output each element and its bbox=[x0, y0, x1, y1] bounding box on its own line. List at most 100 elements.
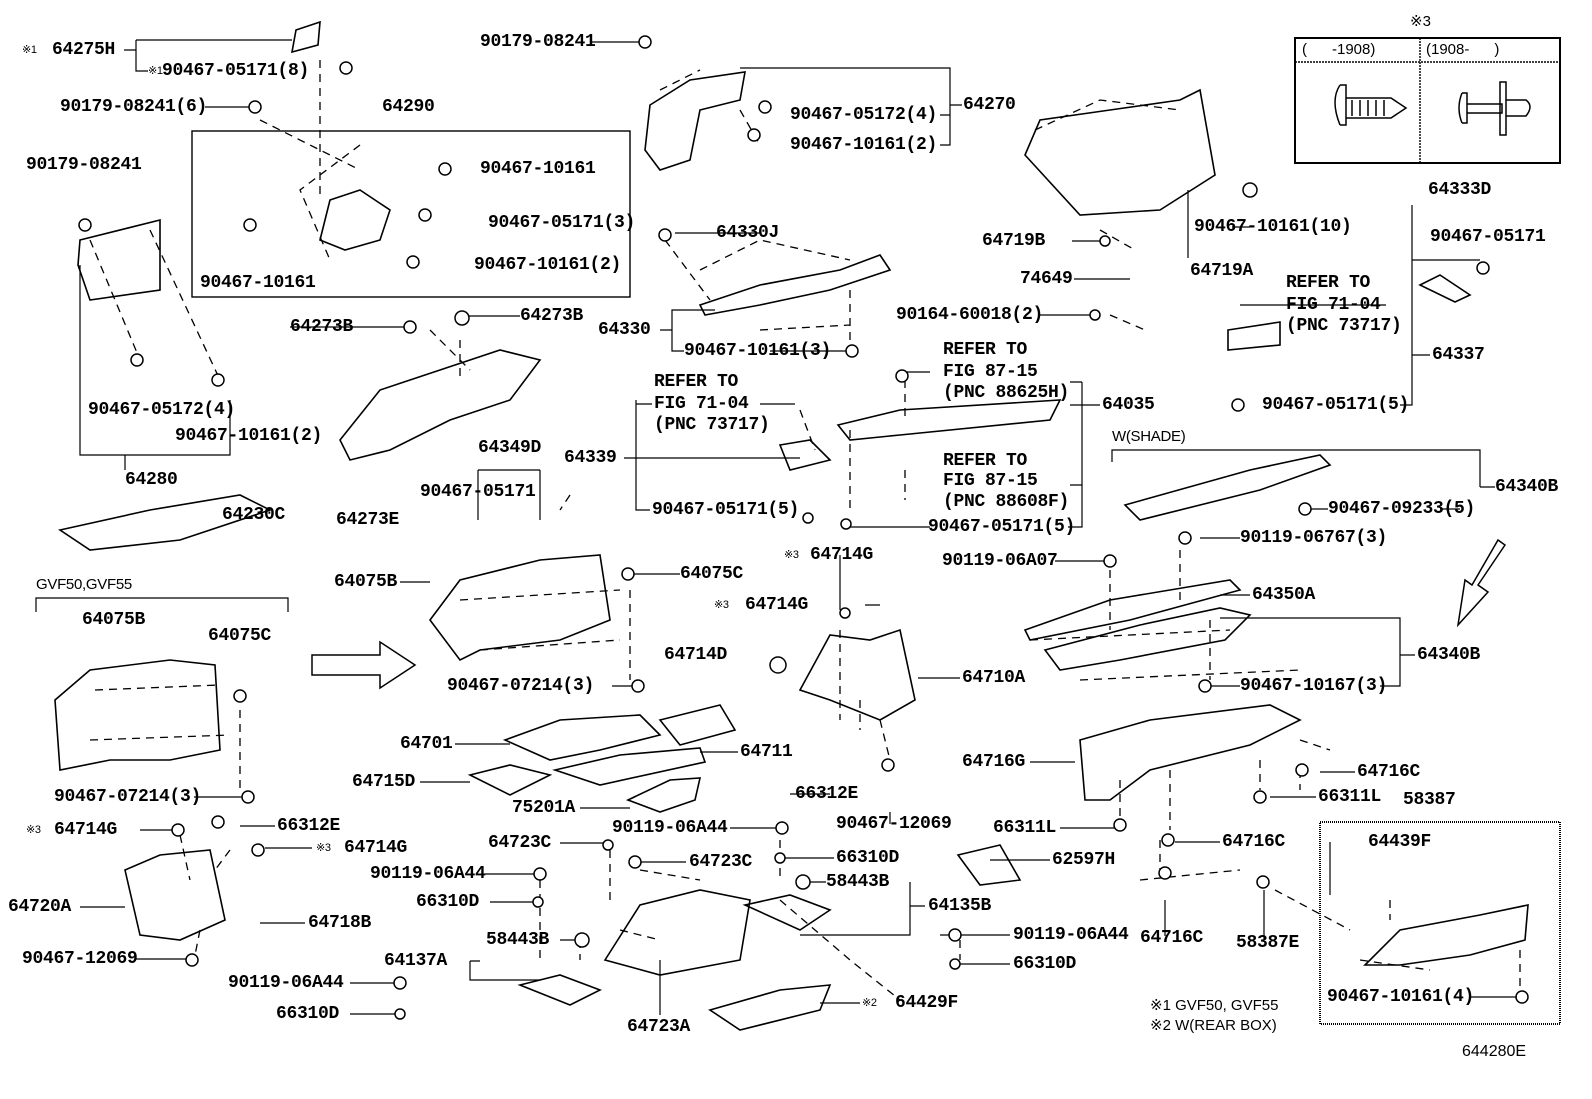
part-callout-label: ※3 bbox=[316, 842, 331, 854]
part-callout-label: 66310D bbox=[276, 1004, 340, 1024]
part-64270 bbox=[644, 71, 746, 171]
part-64075B-lower bbox=[54, 659, 221, 771]
part-callout-label: 90467-07214(3) bbox=[54, 787, 202, 807]
part-callout-label: 90467-10161(10) bbox=[1194, 217, 1352, 237]
note-1: ※1 GVF50, GVF55 bbox=[1150, 997, 1279, 1014]
part-64716G bbox=[1079, 704, 1302, 801]
part-callout-label: 64330J bbox=[716, 223, 780, 243]
part-64340B bbox=[1043, 607, 1252, 671]
part-64280 bbox=[77, 218, 161, 301]
part-callout-label: 64723C bbox=[689, 852, 753, 872]
part-callout-label: 90467-05171(8) bbox=[162, 61, 310, 81]
part-callout-label: 64429F bbox=[895, 993, 959, 1013]
part-callout-label: FIG 87-15 bbox=[943, 362, 1038, 382]
clip-icon-new bbox=[1458, 81, 1531, 136]
part-callout-label: 90467-05171(5) bbox=[1262, 395, 1410, 415]
direction-arrow-right bbox=[311, 640, 417, 690]
part-64275H bbox=[290, 20, 321, 54]
part-callout-label: 64137A bbox=[384, 951, 448, 971]
part-callout-label: 58443B bbox=[826, 872, 890, 892]
part-callout-label: ※3 bbox=[784, 549, 799, 561]
part-callout-label: 62597H bbox=[1052, 850, 1116, 870]
part-callout-label: 64273E bbox=[336, 510, 400, 530]
part-callout-label: 64270 bbox=[963, 95, 1016, 115]
part-62597H bbox=[956, 844, 1022, 886]
part-callout-label: 66310D bbox=[1013, 954, 1077, 974]
part-callout-label: 90467-10161(2) bbox=[175, 426, 323, 446]
part-callout-label: (PNC 88608F) bbox=[943, 492, 1070, 512]
part-callout-label: 58387E bbox=[1236, 933, 1300, 953]
part-callout-label: 75201A bbox=[512, 798, 576, 818]
part-callout-label: 90119-06A44 bbox=[228, 973, 344, 993]
part-callout-label: 66310D bbox=[836, 848, 900, 868]
part-callout-label: 66312E bbox=[277, 816, 341, 836]
part-callout-label: REFER TO bbox=[943, 340, 1028, 360]
part-callout-label: 64075C bbox=[208, 626, 272, 646]
part-callout-label: 90467-10161 bbox=[480, 159, 596, 179]
part-64350A bbox=[1023, 579, 1242, 641]
part-callout-label: 64337 bbox=[1432, 345, 1485, 365]
part-callout-label: 64340B bbox=[1495, 477, 1559, 497]
part-callout-label: FIG 71-04 bbox=[654, 394, 749, 414]
part-callout-label: FIG 87-15 bbox=[943, 471, 1038, 491]
part-64429F bbox=[708, 984, 832, 1031]
part-64137A bbox=[517, 974, 602, 1006]
part-callout-label: 66311L bbox=[1318, 787, 1382, 807]
part-callout-label: 90467-05171(5) bbox=[652, 500, 800, 520]
part-callout-label: 64714D bbox=[664, 645, 728, 665]
part-callout-label: 64340B bbox=[1417, 645, 1481, 665]
legend-col-before: ( -1908) bbox=[1302, 41, 1376, 58]
part-callout-label: (PNC 73717) bbox=[654, 415, 770, 435]
clip-icon-old bbox=[1334, 84, 1408, 126]
part-callout-label: 90467-10161 bbox=[200, 273, 316, 293]
part-callout-label: 64280 bbox=[125, 470, 178, 490]
part-callout-label: 64716G bbox=[962, 752, 1026, 772]
part-callout-label: 90467-05171 bbox=[420, 482, 536, 502]
part-callout-label: 64715D bbox=[352, 772, 416, 792]
part-64715D bbox=[467, 764, 553, 796]
part-callout-label: 90164-60018(2) bbox=[896, 305, 1044, 325]
part-callout-label: 64273B bbox=[520, 306, 584, 326]
part-64273E bbox=[339, 349, 542, 461]
part-callout-label: ※3 bbox=[714, 599, 729, 611]
part-callout-label: 64719B bbox=[982, 231, 1046, 251]
part-callout-label: ※3 bbox=[26, 824, 41, 836]
part-callout-label: FIG 71-04 bbox=[1286, 295, 1381, 315]
part-callout-label: 90467-10167(3) bbox=[1240, 676, 1388, 696]
part-callout-label: 66311L bbox=[993, 818, 1057, 838]
group-box-58387 bbox=[1319, 821, 1561, 1025]
part-callout-label: 64075B bbox=[82, 610, 146, 630]
part-callout-label: 64720A bbox=[8, 897, 72, 917]
legend-box bbox=[1294, 37, 1561, 164]
part-callout-label: ※1 bbox=[22, 44, 37, 56]
part-callout-label: 64701 bbox=[400, 734, 453, 754]
legend-col-after: (1908- ) bbox=[1426, 41, 1500, 58]
part-callout-label: REFER TO bbox=[943, 451, 1028, 471]
part-callout-label: 64718B bbox=[308, 913, 372, 933]
part-callout-label: 64230C bbox=[222, 505, 286, 525]
part-64333D bbox=[1418, 274, 1472, 303]
part-callout-label: (PNC 73717) bbox=[1286, 316, 1402, 336]
part-outlines bbox=[54, 20, 1529, 1031]
diagram-code: 644280E bbox=[1462, 1043, 1527, 1060]
part-callout-label: 90467-05171 bbox=[1430, 227, 1546, 247]
part-callout-label: 90179-08241(6) bbox=[60, 97, 208, 117]
part-callout-label: 90467-07214(3) bbox=[447, 676, 595, 696]
part-64339 bbox=[778, 439, 832, 471]
part-callout-label: 64349D bbox=[478, 438, 542, 458]
part-callout-label: ※2 bbox=[862, 997, 877, 1009]
part-64075B-upper bbox=[429, 554, 611, 662]
part-callout-label: 64075C bbox=[680, 564, 744, 584]
part-callout-label: REFER TO bbox=[654, 372, 739, 392]
part-64719A bbox=[1024, 88, 1216, 216]
part-callout-label: 90467-09233(5) bbox=[1328, 499, 1476, 519]
part-callout-label: 90119-06A44 bbox=[612, 818, 728, 838]
part-callout-label: 90119-06A07 bbox=[942, 551, 1058, 571]
part-callout-label: 90467-05171(5) bbox=[928, 517, 1076, 537]
part-callout-label: 64716C bbox=[1357, 762, 1421, 782]
part-64035 bbox=[836, 399, 1062, 441]
part-callout-label: 90467-12069 bbox=[836, 814, 952, 834]
part-callout-label: 90467-10161(3) bbox=[684, 341, 832, 361]
